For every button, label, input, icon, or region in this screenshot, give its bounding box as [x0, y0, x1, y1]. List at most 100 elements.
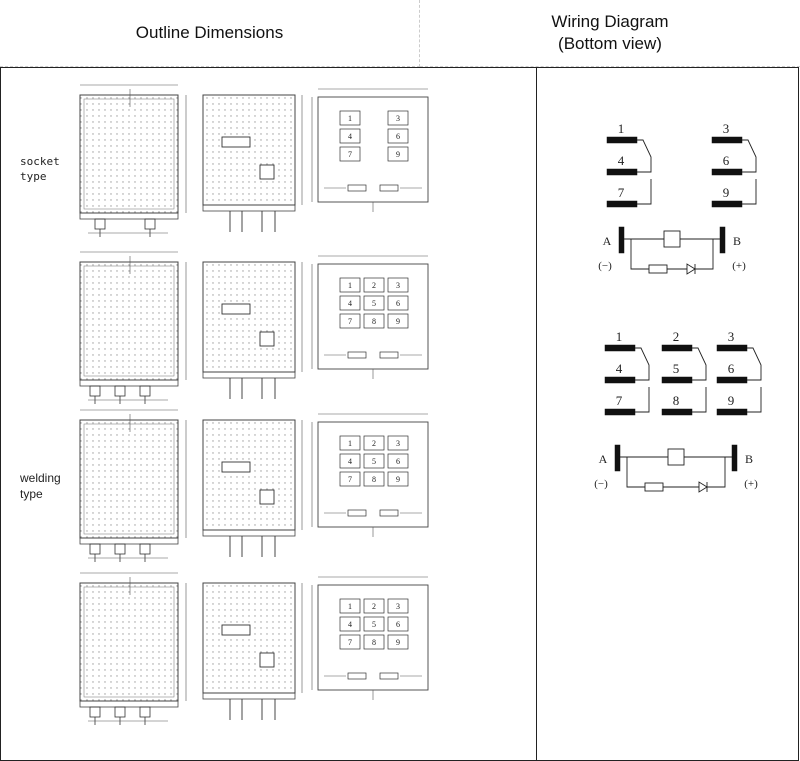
pin-number: 7: [348, 150, 352, 159]
contact-switch: [742, 139, 757, 173]
contact-bar: [661, 344, 693, 352]
side-view-base: [202, 692, 296, 700]
pin-label-bottom: 7: [616, 393, 623, 408]
pin-cell: [363, 598, 385, 614]
pin-cell: [387, 277, 409, 293]
nameplate: [221, 136, 251, 148]
nameplate: [221, 303, 251, 315]
pin-number: 2: [372, 281, 376, 290]
terminal-pin: [114, 385, 126, 397]
pin-label-top: 1: [618, 121, 625, 136]
pin-number: 3: [396, 602, 400, 611]
side-view-body: [202, 261, 296, 373]
front-view-base: [79, 700, 179, 708]
pin-number: 9: [396, 475, 400, 484]
pin-label-top: 1: [616, 329, 623, 344]
pin-label-top: 3: [723, 121, 730, 136]
pin-cell: [339, 128, 361, 144]
pin-label-mid: 5: [673, 361, 680, 376]
coil-terminal-b: B: [733, 234, 741, 248]
coil-symbol: [663, 230, 681, 248]
pin-cell: [339, 110, 361, 126]
pin-cell: [387, 616, 409, 632]
pin-number: 9: [396, 150, 400, 159]
coil-pin-b: [379, 509, 399, 517]
pin-label-bottom: 8: [673, 393, 680, 408]
side-view-base: [202, 529, 296, 537]
pin-cell: [339, 634, 361, 650]
pin-cell: [363, 277, 385, 293]
polarity-minus: (−): [594, 478, 608, 490]
coil-terminal-a: A: [599, 452, 608, 466]
pin-cell: [363, 471, 385, 487]
contact-bar: [606, 136, 638, 144]
contact-bar: [716, 408, 748, 416]
nameplate: [221, 624, 251, 636]
pin-number: 3: [396, 281, 400, 290]
pin-label-bottom: 9: [728, 393, 735, 408]
pin-number: 9: [396, 638, 400, 647]
front-view-inner: [83, 586, 175, 698]
pin-cell: [363, 313, 385, 329]
welding-label-line2: type: [20, 487, 43, 501]
pin-cell: [363, 634, 385, 650]
terminal-pin: [144, 218, 156, 230]
pin-cell: [387, 313, 409, 329]
pin-cell: [363, 295, 385, 311]
pin-cell: [387, 128, 409, 144]
socket-type-label: socket type: [20, 154, 60, 184]
pin-cell: [387, 453, 409, 469]
pin-number: 6: [396, 132, 400, 141]
front-view-base: [79, 537, 179, 545]
coil-pin-b: [379, 672, 399, 680]
coil-plate-a: [614, 444, 621, 472]
welding-type-label: welding type: [20, 470, 61, 502]
pin-number: 4: [348, 620, 352, 629]
contact-common: [692, 387, 707, 413]
pin-number: 7: [348, 317, 352, 326]
pin-cell: [387, 146, 409, 162]
contact-bar: [606, 200, 638, 208]
pin-number: 2: [372, 439, 376, 448]
nameplate: [221, 461, 251, 473]
diode-symbol: [698, 481, 708, 493]
socket-label-line1: socket: [20, 155, 60, 168]
side-view-base: [202, 204, 296, 212]
contact-common: [635, 387, 650, 413]
front-view-base: [79, 379, 179, 387]
suppression-branch: [626, 457, 726, 488]
pin-number: 5: [372, 457, 376, 466]
pin-cell: [339, 277, 361, 293]
front-view-body: [79, 94, 179, 214]
pin-label-mid: 6: [723, 153, 730, 168]
contact-bar: [604, 408, 636, 416]
terminal-pin: [94, 218, 106, 230]
front-view-body: [79, 582, 179, 702]
pin-number: 3: [396, 439, 400, 448]
coil-plate-a: [618, 226, 625, 254]
pin-cell: [339, 453, 361, 469]
pin-cell: [339, 598, 361, 614]
pin-number: 1: [348, 602, 352, 611]
pin-number: 4: [348, 457, 352, 466]
pin-label-bottom: 9: [723, 185, 730, 200]
pin-number: 8: [372, 475, 376, 484]
pin-label-top: 3: [728, 329, 735, 344]
pin-number: 6: [396, 299, 400, 308]
terminal-pin: [89, 543, 101, 555]
pin-number: 1: [348, 114, 352, 123]
welding-label-line1: welding: [20, 471, 61, 485]
pin-cell: [387, 295, 409, 311]
contact-bar: [661, 408, 693, 416]
pin-cell: [339, 146, 361, 162]
pin-cell: [339, 616, 361, 632]
side-view-body: [202, 94, 296, 206]
pin-cell: [387, 598, 409, 614]
bottom-view-body: [317, 96, 429, 203]
side-window: [259, 331, 275, 347]
contact-switch: [692, 347, 707, 381]
